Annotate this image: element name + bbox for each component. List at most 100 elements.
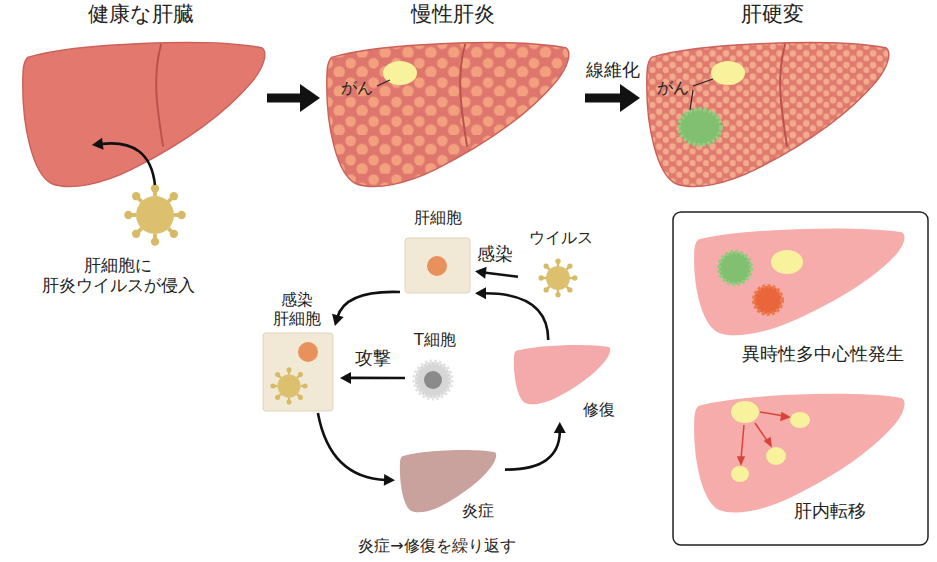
- inset-panel-part: [673, 212, 928, 545]
- arrowhead: [554, 422, 566, 433]
- metastasis-liver-part: [738, 412, 789, 464]
- label: 感染 肝細胞: [267, 290, 327, 328]
- chronic-liver-part: [327, 43, 569, 187]
- metastasis-liver-part: [694, 394, 904, 513]
- connector: [267, 84, 320, 112]
- connector: [585, 84, 640, 112]
- metastasis-liver-part: [731, 466, 749, 482]
- label: 異時性多中心性発生: [730, 343, 915, 365]
- connector: [505, 422, 566, 470]
- multicentric-liver-part: [694, 228, 904, 335]
- arrowhead: [300, 84, 320, 112]
- metastasis-liver-part: [790, 412, 810, 428]
- repaired-liver-part: [514, 345, 610, 404]
- chronic-liver-part: [327, 43, 569, 187]
- liver-stage: 肝硬変がん: [640, 0, 905, 195]
- label: がん: [336, 78, 378, 97]
- edge-label: 感染: [477, 243, 513, 265]
- t-cell-part: [424, 371, 442, 389]
- edge-label: 線維化: [586, 59, 640, 81]
- cirrhosis-liver-part: [679, 109, 721, 145]
- edge-label: 攻撃: [355, 347, 391, 369]
- chronic-liver-part: [377, 80, 390, 86]
- heading: 肝硬変: [640, 2, 905, 27]
- metastasis-liver-part: [731, 401, 759, 423]
- inset-liver: 肝内転移: [685, 385, 920, 535]
- inset-liver: 異時性多中心性発生: [685, 220, 920, 370]
- arrowhead: [340, 372, 351, 384]
- connector-line: [505, 431, 560, 470]
- connector: [332, 292, 400, 326]
- arrowhead: [332, 314, 344, 326]
- liver-state: 炎症: [395, 445, 505, 527]
- connector: [475, 267, 518, 279]
- connector-line: [318, 413, 386, 480]
- cirrhosis-liver-part: [693, 79, 713, 86]
- connector: [318, 413, 395, 486]
- label: 肝内転移: [780, 500, 880, 522]
- connector: [340, 372, 405, 384]
- multicentric-liver: [694, 228, 904, 335]
- hepatocyte: [405, 238, 470, 293]
- cirrhosis-liver-part: [647, 43, 889, 187]
- virus-icon: [539, 259, 578, 298]
- inset-panel: [673, 212, 928, 545]
- connector-line: [267, 94, 304, 103]
- label: 炎症: [455, 501, 501, 520]
- metastasis-liver-part-part: [760, 412, 784, 416]
- caption: 炎症→修復を繰り返す: [358, 536, 515, 555]
- chronic-liver-part: [460, 44, 467, 147]
- infected-hepatocyte-part: [270, 367, 307, 404]
- cirrhosis-liver-part: [647, 43, 889, 187]
- metastasis-liver-part-part: [781, 413, 789, 420]
- virus: ウイルス: [518, 228, 603, 293]
- metastasis-liver: [694, 394, 904, 513]
- t-cell-part: [415, 362, 451, 398]
- connector: [475, 287, 548, 340]
- connector-line: [349, 377, 405, 380]
- liver-stage: 健康な肝臓: [15, 0, 267, 195]
- label: 健康な肝臓: [15, 2, 267, 27]
- chronic-liver: [327, 43, 569, 187]
- connector: [92, 138, 155, 185]
- arrowhead: [475, 267, 487, 279]
- metastasis-liver-part-part: [765, 438, 771, 446]
- liver-state: 修復: [508, 340, 623, 422]
- arrowhead: [620, 84, 640, 112]
- repaired-liver: [514, 345, 610, 404]
- label: ウイルス: [518, 228, 603, 247]
- arrowhead: [384, 474, 395, 486]
- infected-hepatocyte-part: [298, 342, 318, 362]
- cirrhosis-liver-part: [780, 44, 787, 147]
- connector-line: [585, 94, 624, 103]
- connector-line: [337, 292, 400, 318]
- cell-box: 感染 肝細胞: [255, 278, 340, 413]
- virus-icon-part: [539, 259, 578, 298]
- t-cell: T細胞: [405, 330, 465, 410]
- heading: 慢性肝炎: [320, 2, 585, 27]
- virus-icon: [124, 184, 186, 246]
- connector-line: [484, 272, 518, 276]
- virus-entry: 肝細胞に 肝炎ウイルスが侵入: [30, 185, 205, 305]
- cell-box: 肝細胞: [400, 208, 475, 296]
- cirrhosis-liver-part: [711, 61, 745, 85]
- label: 肝細胞: [400, 208, 475, 227]
- infected-hepatocyte: [263, 333, 333, 411]
- liver-stage: 慢性肝炎がん: [320, 0, 585, 195]
- infected-hepatocyte-part: [263, 333, 333, 411]
- connector-line: [484, 293, 548, 340]
- label: T細胞: [405, 330, 465, 349]
- label: がん: [652, 78, 694, 97]
- hepatocyte-part: [427, 256, 447, 276]
- cirrhosis-liver-part: [690, 90, 693, 110]
- metastasis-liver-part-part: [755, 423, 768, 442]
- healthy-liver: [23, 43, 265, 187]
- metastasis-liver-part-part: [741, 425, 744, 459]
- healthy-liver-part: [23, 43, 265, 187]
- multicentric-liver-part: [754, 286, 782, 314]
- metastasis-liver-part: [766, 447, 786, 465]
- label: 修復: [576, 400, 622, 419]
- healthy-liver-part: [156, 44, 163, 147]
- cirrhosis-liver: [647, 43, 889, 187]
